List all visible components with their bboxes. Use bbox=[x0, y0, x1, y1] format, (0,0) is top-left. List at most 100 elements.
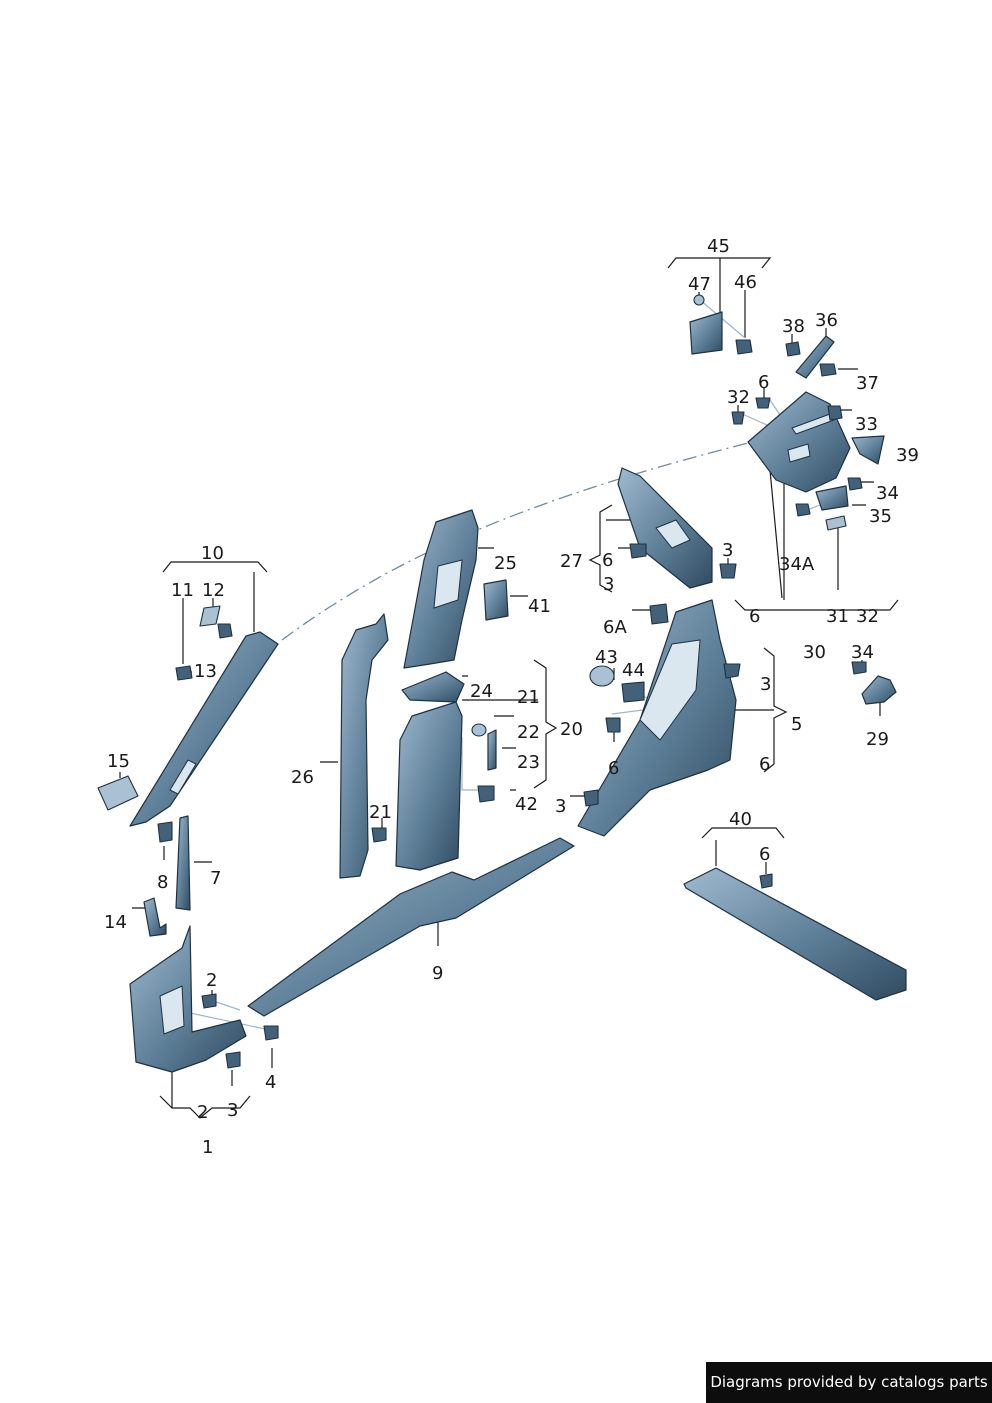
clip-2 bbox=[201, 993, 217, 1009]
label-7: 7 bbox=[210, 868, 221, 889]
screw-4 bbox=[263, 1025, 279, 1041]
label-13: 13 bbox=[194, 661, 217, 682]
label-3-27b: 3 bbox=[603, 574, 614, 595]
screw-46 bbox=[735, 339, 753, 355]
label-4: 4 bbox=[265, 1072, 276, 1093]
clip-3-5b bbox=[583, 789, 599, 807]
label-10: 10 bbox=[201, 543, 224, 564]
label-41: 41 bbox=[528, 596, 551, 617]
label-43: 43 bbox=[595, 647, 618, 668]
seal-26 bbox=[339, 613, 389, 879]
clip-11 bbox=[175, 665, 193, 681]
label-3-5b: 3 bbox=[555, 796, 566, 817]
kick-vent bbox=[159, 985, 185, 1035]
label-6-27: 6 bbox=[602, 550, 613, 571]
bracket-29 bbox=[861, 675, 897, 705]
b-pillar-cutout bbox=[655, 519, 691, 549]
label-3-1: 3 bbox=[227, 1100, 238, 1121]
clip-6 bbox=[755, 397, 771, 409]
label-29: 29 bbox=[866, 729, 889, 750]
label-8: 8 bbox=[157, 872, 168, 893]
belt-guide-23 bbox=[487, 729, 497, 771]
screw-34-29 bbox=[851, 661, 867, 675]
clip-6-40 bbox=[759, 873, 773, 889]
label-34a: 34A bbox=[779, 554, 815, 575]
clip-42 bbox=[477, 785, 495, 803]
handle-35 bbox=[815, 485, 849, 511]
label-47: 47 bbox=[688, 274, 711, 295]
label-14: 14 bbox=[104, 912, 127, 933]
pad-15 bbox=[97, 775, 139, 811]
label-44: 44 bbox=[622, 660, 645, 681]
trim-cutout bbox=[787, 443, 811, 463]
clip-6-27 bbox=[629, 543, 647, 559]
screw-13 bbox=[217, 623, 233, 639]
label-3-5a: 3 bbox=[760, 674, 771, 695]
label-6-5a: 6 bbox=[759, 754, 770, 775]
bracket-24 bbox=[401, 671, 465, 703]
clip-12 bbox=[199, 605, 221, 627]
clip-21 bbox=[371, 827, 387, 843]
sill-trim-9 bbox=[247, 837, 575, 1017]
b-pillar-window bbox=[433, 559, 463, 609]
label-45: 45 bbox=[707, 236, 730, 257]
callout-labels: 45 47 46 38 36 37 6 32 33 39 34 35 34A 2… bbox=[104, 236, 919, 1158]
clip-3-1 bbox=[225, 1051, 241, 1069]
label-35: 35 bbox=[869, 506, 892, 527]
clip-3-27 bbox=[719, 563, 737, 579]
kick-panel-1 bbox=[129, 925, 247, 1073]
label-32b: 32 bbox=[856, 606, 879, 627]
label-11: 11 bbox=[171, 580, 194, 601]
b-pillar-lower-20 bbox=[395, 701, 463, 871]
label-34: 34 bbox=[876, 483, 899, 504]
label-21a: 21 bbox=[517, 687, 540, 708]
cap-34a bbox=[825, 515, 847, 531]
label-2b: 2 bbox=[197, 1102, 208, 1123]
bracket-39 bbox=[851, 435, 885, 465]
label-31: 31 bbox=[826, 606, 849, 627]
label-5: 5 bbox=[791, 714, 802, 735]
screw-37 bbox=[819, 363, 837, 377]
label-6-40: 6 bbox=[759, 844, 770, 865]
a-pillar-trim-10 bbox=[129, 631, 279, 827]
label-9: 9 bbox=[432, 963, 443, 984]
label-34-29: 34 bbox=[851, 642, 874, 663]
label-12: 12 bbox=[202, 580, 225, 601]
bracket-41 bbox=[483, 579, 509, 621]
label-2a: 2 bbox=[206, 970, 217, 991]
label-39: 39 bbox=[896, 445, 919, 466]
label-22: 22 bbox=[517, 722, 540, 743]
label-20: 20 bbox=[560, 719, 583, 740]
screw-34 bbox=[847, 477, 863, 491]
clip-3-5 bbox=[723, 663, 741, 679]
clip-6a bbox=[649, 603, 669, 625]
screw-34b bbox=[795, 503, 811, 517]
sill-plate-40 bbox=[683, 867, 907, 1001]
cover-43 bbox=[589, 665, 615, 687]
label-38: 38 bbox=[782, 316, 805, 337]
vent-44 bbox=[621, 681, 645, 703]
label-27: 27 bbox=[560, 551, 583, 572]
label-42: 42 bbox=[515, 794, 538, 815]
label-25: 25 bbox=[494, 553, 517, 574]
clip-38 bbox=[785, 341, 801, 357]
footer-attribution: Diagrams provided by catalogs parts bbox=[706, 1362, 992, 1403]
screw-33 bbox=[827, 405, 843, 421]
label-24: 24 bbox=[470, 681, 493, 702]
strap-36 bbox=[795, 335, 835, 379]
label-37: 37 bbox=[856, 373, 879, 394]
label-40: 40 bbox=[729, 809, 752, 830]
nut-47 bbox=[693, 294, 705, 306]
label-36: 36 bbox=[815, 310, 838, 331]
label-6-5b: 6 bbox=[608, 758, 619, 779]
label-6a: 6A bbox=[603, 617, 627, 638]
trim-slot bbox=[791, 413, 835, 435]
bracket-45 bbox=[689, 311, 723, 355]
clip-8 bbox=[157, 821, 173, 843]
label-23: 23 bbox=[517, 752, 540, 773]
label-46: 46 bbox=[734, 272, 757, 293]
label-26: 26 bbox=[291, 767, 314, 788]
c-pillar-opening bbox=[639, 639, 701, 741]
label-30: 30 bbox=[803, 642, 826, 663]
